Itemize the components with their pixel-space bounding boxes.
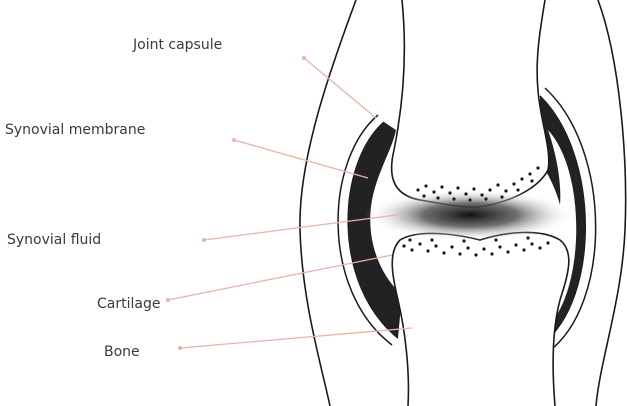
label-synovial-membrane: Synovial membrane <box>5 123 145 137</box>
label-cartilage: Cartilage <box>97 297 160 311</box>
leader-synovial-fluid <box>204 214 404 240</box>
leader-dots <box>166 56 306 350</box>
leader-bone <box>180 328 412 348</box>
leader-joint-capsule <box>304 58 376 118</box>
lower-bone <box>392 232 569 406</box>
leader-synovial-membrane <box>234 140 368 178</box>
label-synovial-fluid: Synovial fluid <box>7 233 101 247</box>
upper-bone <box>392 0 549 207</box>
label-bone: Bone <box>104 345 140 359</box>
label-joint-capsule: Joint capsule <box>133 38 222 52</box>
outer-skin-right <box>596 0 626 406</box>
